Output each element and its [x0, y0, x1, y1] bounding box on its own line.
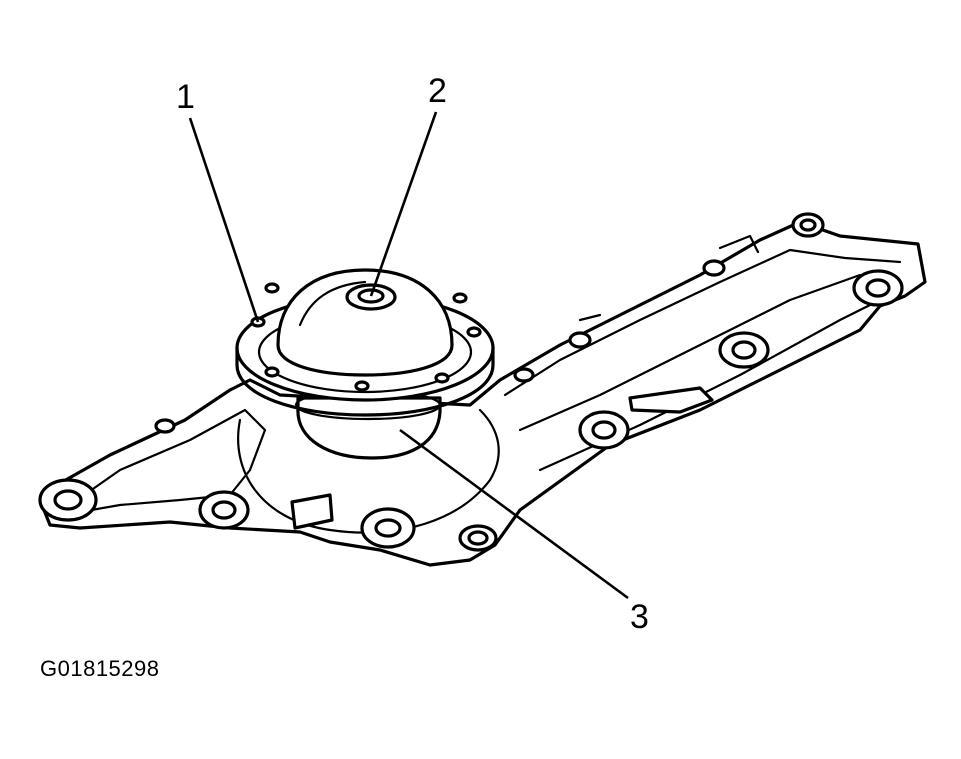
leader-line-3: [399, 428, 629, 600]
figure-id: G01815298: [40, 656, 160, 681]
hub-dome-highlight: [298, 280, 367, 327]
callout-1: 1: [176, 78, 195, 116]
housing-tab-left: [290, 493, 334, 530]
callout-3: 3: [630, 598, 649, 636]
callout-2: 2: [428, 72, 447, 110]
housing-tab-right: [628, 386, 714, 414]
pump-housing-outline: [38, 220, 927, 567]
hub-flange-edge: [235, 346, 495, 417]
housing-step-top: [578, 234, 760, 322]
leader-line-2: [369, 111, 438, 297]
mounting-bosses: [38, 212, 904, 552]
housing-left-contour: [68, 408, 267, 514]
leader-line-1: [188, 117, 260, 323]
flange-bolt-holes: [250, 282, 482, 392]
